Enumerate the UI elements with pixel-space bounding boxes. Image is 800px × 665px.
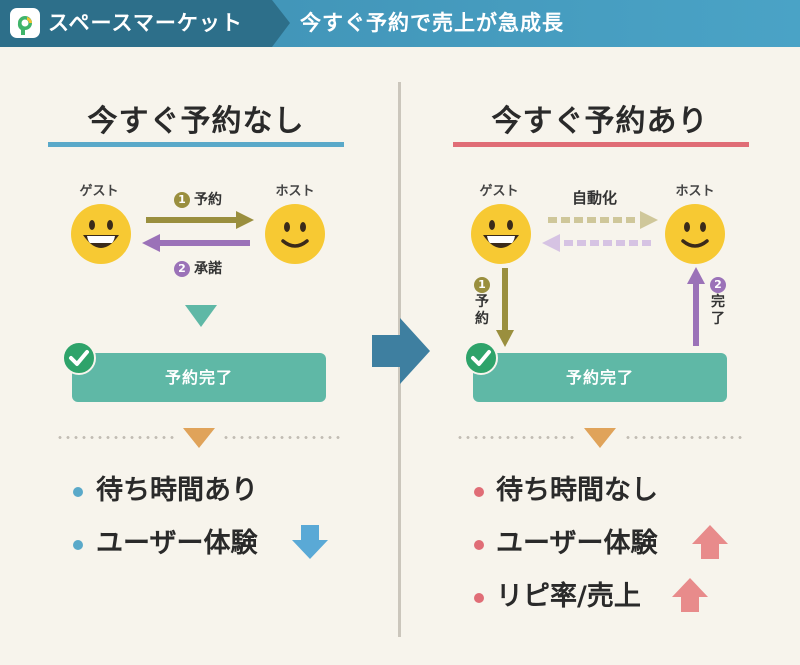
header-title: 今すぐ予約で売上が急成長 (300, 11, 564, 35)
title-underline (453, 142, 749, 147)
step2-number-badge: 2 (174, 261, 190, 277)
bullet-dot (73, 487, 83, 497)
point-no-waiting: 待ち時間なし (496, 475, 658, 506)
guest-face-icon (70, 203, 132, 269)
header-bar: スペースマーケット 今すぐ予約で売上が急成長 (0, 0, 800, 47)
flow-down-triangle-icon (185, 305, 217, 331)
host-face-icon (664, 203, 726, 269)
step2-label: 2 完了 (709, 277, 727, 328)
check-icon (62, 341, 96, 379)
title-underline (48, 142, 344, 147)
point-ux: ユーザー体験 (496, 528, 658, 559)
booking-complete-box: 予約完了 (473, 353, 727, 402)
step2-number-badge: 2 (710, 277, 726, 293)
dotted-separator-left (56, 436, 174, 439)
point-repeat-sales: リピ率/売上 (496, 581, 641, 612)
check-icon (464, 341, 498, 379)
automation-label: 自動化 (572, 189, 618, 207)
step1-text: 予約 (194, 192, 222, 208)
auto-request-arrow-icon (548, 210, 660, 234)
host-label: ホスト (275, 184, 315, 199)
step1-number-badge: 1 (174, 192, 190, 208)
auto-approve-arrow-icon (540, 233, 654, 257)
arrow-down-icon (292, 525, 328, 563)
step2-text: 承諾 (194, 261, 222, 277)
step1-number-badge: 1 (474, 277, 490, 293)
result-triangle-icon (584, 428, 616, 452)
transition-arrow-icon (372, 318, 432, 388)
host-label: ホスト (675, 184, 715, 199)
dotted-separator-left (456, 436, 576, 439)
arrow-up-icon (672, 578, 708, 616)
logo-icon (10, 8, 40, 38)
bullet-dot (474, 593, 484, 603)
step1-text: 予約 (475, 294, 489, 327)
bullet-dot (474, 487, 484, 497)
brand-name: スペースマーケット (48, 11, 243, 35)
request-arrow-icon (146, 210, 256, 234)
dotted-separator-right (624, 436, 746, 439)
panel-title: 今すぐ予約あり (491, 104, 709, 139)
complete-up-arrow-icon (686, 266, 706, 350)
point-ux: ユーザー体験 (96, 528, 258, 559)
point-waiting: 待ち時間あり (96, 475, 258, 506)
header-brand-band (0, 0, 290, 47)
guest-label: ゲスト (479, 184, 519, 199)
bullet-dot (73, 540, 83, 550)
panel-title: 今すぐ予約なし (87, 104, 305, 139)
guest-label: ゲスト (79, 184, 119, 199)
booking-down-arrow-icon (495, 268, 515, 352)
step1-label: 1 予約 (473, 277, 491, 328)
booking-complete-box: 予約完了 (72, 353, 326, 402)
arrow-up-icon (692, 525, 728, 563)
dotted-separator-right (222, 436, 344, 439)
bullet-dot (474, 540, 484, 550)
step2-text: 完了 (711, 294, 725, 327)
host-face-icon (264, 203, 326, 269)
panel-with-instant-booking: 今すぐ予約あり ゲスト ホスト 自動化 (400, 0, 800, 665)
result-triangle-icon (183, 428, 215, 452)
approve-arrow-icon (140, 233, 252, 257)
guest-face-icon (470, 203, 532, 269)
